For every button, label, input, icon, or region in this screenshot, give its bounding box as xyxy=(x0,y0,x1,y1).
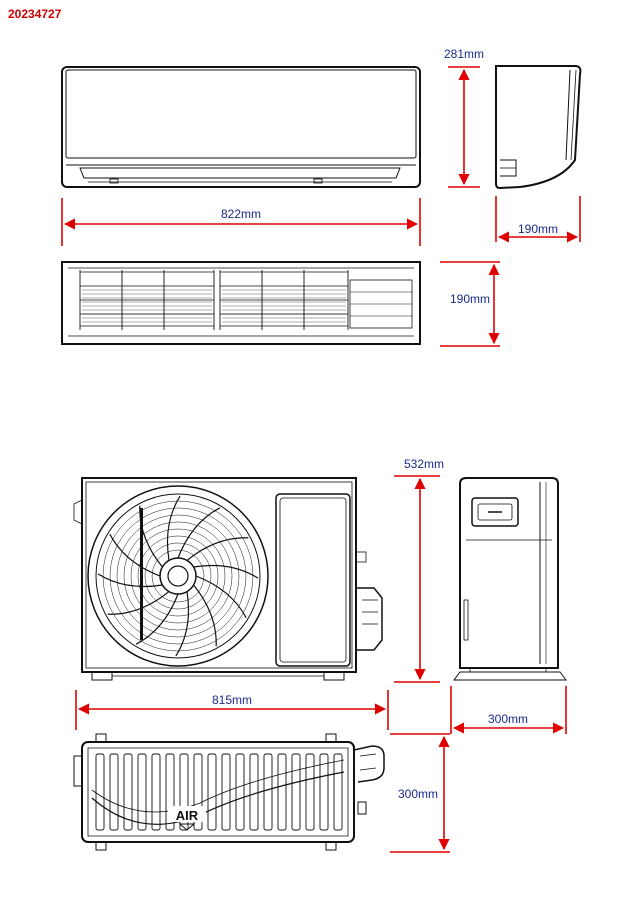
indoor-unit-side-view xyxy=(495,65,582,190)
indoor-height-dimension: 281mm xyxy=(444,47,484,188)
outdoor-depth-label: 300mm xyxy=(488,712,528,726)
indoor-width-dimension: 822mm xyxy=(61,198,421,246)
indoor-bottom-depth-dimension: 190mm xyxy=(440,261,500,347)
outdoor-depth-dimension: 300mm xyxy=(450,686,567,734)
air-label: AIR xyxy=(176,808,199,823)
outdoor-height-dimension: 532mm xyxy=(394,457,444,683)
document-code: 20234727 xyxy=(8,7,62,21)
outdoor-top-depth-dimension: 300mm xyxy=(390,733,450,853)
outdoor-width-label: 815mm xyxy=(212,693,252,707)
outdoor-width-dimension: 815mm xyxy=(75,690,389,730)
indoor-depth-dimension: 190mm xyxy=(495,196,581,243)
indoor-depth-label: 190mm xyxy=(518,222,558,236)
indoor-unit-bottom-view xyxy=(61,261,421,345)
indoor-width-label: 822mm xyxy=(221,207,261,221)
outdoor-unit-side-view xyxy=(453,477,567,681)
outdoor-unit-top-view: AIR xyxy=(73,733,385,851)
outdoor-top-depth-label: 300mm xyxy=(398,787,438,801)
indoor-unit-front-view xyxy=(61,66,421,188)
indoor-height-label: 281mm xyxy=(444,47,484,61)
indoor-bottom-depth-label: 190mm xyxy=(450,292,490,306)
outdoor-height-label: 532mm xyxy=(404,457,444,471)
outdoor-unit-front-view xyxy=(73,477,383,681)
